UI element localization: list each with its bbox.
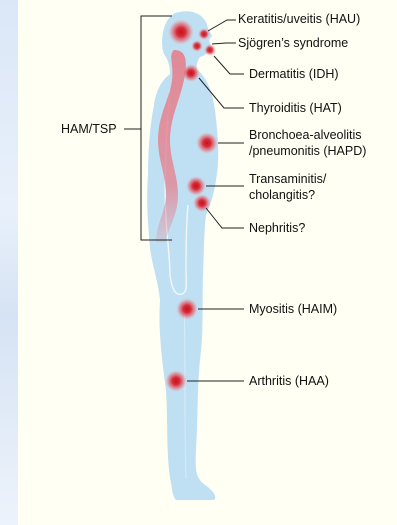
eye-spot xyxy=(168,19,194,45)
joint-spot xyxy=(165,370,187,392)
ham-tsp-label: HAM/TSP xyxy=(61,122,117,137)
leader-hau xyxy=(208,20,236,31)
label-transaminitis: Transaminitis/ xyxy=(249,172,326,187)
label-cholangitis: cholangitis? xyxy=(249,188,315,203)
label-myositis: Myositis (HAIM) xyxy=(249,302,337,317)
label-thyroiditis: Thyroiditis (HAT) xyxy=(249,101,342,116)
skin-spot xyxy=(204,44,216,56)
kidney-spot xyxy=(193,194,211,212)
label-pneumonitis: /pneumonitis (HAPD) xyxy=(249,144,366,159)
label-keratitis-uveitis: Keratitis/uveitis (HAU) xyxy=(238,12,360,27)
leader-sjogren xyxy=(212,43,236,44)
label-nephritis: Nephritis? xyxy=(249,221,305,236)
muscle-spot xyxy=(176,298,198,320)
leader-nephritis xyxy=(206,208,244,228)
liver-spot xyxy=(186,176,206,196)
salivary-spot xyxy=(191,40,203,52)
thyroid-spot xyxy=(182,64,200,82)
label-sjogren: Sjögren’s syndrome xyxy=(238,36,348,51)
label-bronchoea-alveolitis: Bronchoea-alveolitis xyxy=(249,128,362,143)
leader-idh xyxy=(214,56,244,74)
nasal-spot xyxy=(198,28,210,40)
lung-spot xyxy=(196,132,218,154)
label-arthritis: Arthritis (HAA) xyxy=(249,374,329,389)
label-dermatitis: Dermatitis (IDH) xyxy=(249,67,339,82)
